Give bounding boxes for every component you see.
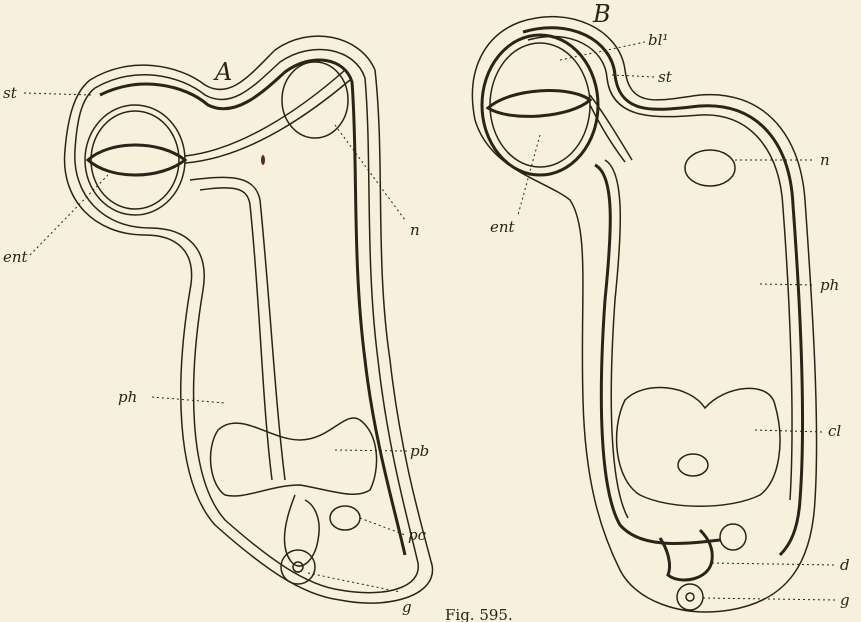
- b-gut: [660, 530, 712, 580]
- a-label-pc: pc: [408, 526, 427, 544]
- panel-a: A st ent n ph pb pc g: [3, 36, 433, 616]
- b-label-bl1: bl¹: [648, 31, 668, 49]
- a-stomach-ring-inner: [91, 111, 179, 209]
- b-label-ph: ph: [820, 276, 839, 294]
- b-body-wall: [523, 28, 802, 555]
- a-duct: [185, 70, 345, 156]
- a-speck: [261, 155, 265, 165]
- a-body-wall: [75, 49, 418, 592]
- b-leader-cl: [755, 430, 824, 432]
- b-label-n: n: [820, 151, 830, 169]
- b-outer-outline: [472, 17, 816, 612]
- a-leader-n: [335, 125, 405, 220]
- a-leader-g: [308, 573, 400, 592]
- a-stomach-ring: [85, 105, 185, 215]
- b-leader-st: [612, 75, 655, 77]
- b-body-wall-2: [528, 36, 792, 500]
- a-pericardial-body: [211, 418, 377, 496]
- a-enteron: [88, 145, 185, 175]
- b-inner-cavity-2: [605, 160, 628, 518]
- figure-caption: Fig. 595.: [445, 606, 513, 622]
- b-panel-letter: B: [592, 0, 611, 28]
- a-label-ph: ph: [118, 388, 137, 406]
- b-gonad: [677, 584, 703, 610]
- panel-b: B bl¹ st ent n ph cl d g: [472, 0, 849, 612]
- a-gonad-inner: [293, 562, 303, 572]
- b-leader-d: [712, 563, 835, 565]
- a-leader-st: [24, 93, 92, 95]
- a-leader-pb: [335, 450, 407, 451]
- a-label-pb: pb: [410, 442, 429, 460]
- b-label-g: g: [840, 591, 850, 609]
- a-label-st: st: [3, 84, 18, 102]
- a-pharynx: [190, 177, 285, 480]
- a-pericardium: [330, 506, 360, 530]
- a-label-ent: ent: [3, 248, 29, 266]
- b-leader-g: [703, 598, 835, 600]
- b-nerve-ganglion: [685, 150, 735, 186]
- a-pharynx-2: [200, 188, 272, 480]
- a-panel-letter: A: [213, 58, 232, 86]
- b-label-ent: ent: [490, 218, 516, 236]
- a-leader-ph: [152, 397, 225, 403]
- b-cloaca-spot: [678, 454, 708, 476]
- b-stomach-ring-inner: [490, 43, 590, 167]
- b-label-st: st: [658, 68, 673, 86]
- b-gonad-inner: [686, 593, 694, 601]
- b-gut-bulb: [720, 524, 746, 550]
- b-label-d: d: [840, 556, 850, 574]
- a-outer-outline: [65, 36, 433, 603]
- a-label-n: n: [410, 221, 420, 239]
- b-label-cl: cl: [828, 422, 841, 440]
- b-enteron: [488, 91, 590, 117]
- a-gut-loop: [285, 495, 320, 566]
- b-inner-cavity: [595, 165, 720, 544]
- a-label-g: g: [402, 598, 412, 616]
- a-nerve-ganglion: [282, 62, 348, 138]
- b-cloaca: [617, 388, 780, 507]
